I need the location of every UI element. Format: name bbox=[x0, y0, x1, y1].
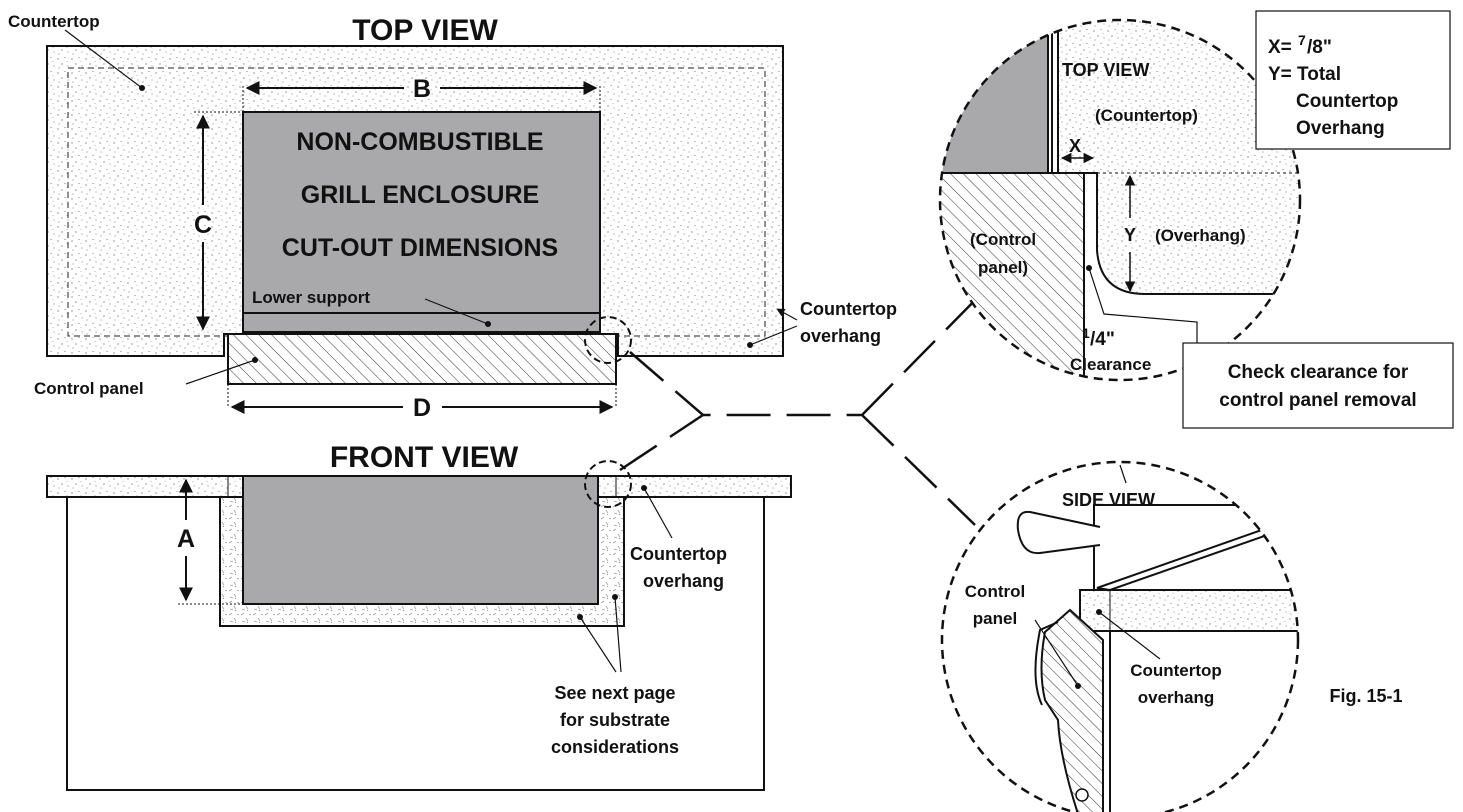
countertop-label: Countertop bbox=[8, 12, 100, 31]
dimension-a-label: A bbox=[177, 525, 195, 553]
detail-control-panel-2: panel) bbox=[978, 258, 1028, 277]
front-overhang-label-2: overhang bbox=[643, 571, 724, 591]
top-view-title: TOP VIEW bbox=[352, 14, 498, 47]
detail-overhang-label: (Overhang) bbox=[1155, 226, 1246, 245]
check-note-line-2: control panel removal bbox=[1219, 390, 1416, 411]
control-panel-label: Control panel bbox=[34, 379, 144, 398]
side-view-title: SIDE VIEW bbox=[1062, 490, 1155, 510]
legend-y-line-2: Overhang bbox=[1296, 118, 1385, 139]
check-note-line-1: Check clearance for bbox=[1228, 362, 1409, 383]
countertop-left bbox=[46, 475, 244, 498]
countertop-overhang-label-2: overhang bbox=[800, 326, 881, 346]
clearance-label: Clearance bbox=[1070, 355, 1151, 374]
island-cabinet bbox=[66, 497, 765, 791]
dimension-d-label: D bbox=[413, 394, 431, 422]
enclosure-text-3: CUT-OUT DIMENSIONS bbox=[282, 234, 558, 262]
detail-y-label: Y bbox=[1124, 225, 1136, 245]
substrate-note-3: considerations bbox=[551, 737, 679, 757]
lower-support-label: Lower support bbox=[252, 288, 370, 307]
legend-y-prefix: Y= Total bbox=[1268, 64, 1341, 85]
detail-x-label: X bbox=[1069, 136, 1081, 156]
substrate-note-1: See next page bbox=[554, 683, 675, 703]
front-overhang-label-1: Countertop bbox=[630, 544, 727, 564]
legend-x-numerator: 7 bbox=[1298, 32, 1306, 48]
side-overhang-1: Countertop bbox=[1130, 661, 1222, 680]
dimension-b-label: B bbox=[413, 75, 431, 103]
detail-side-view: SIDE VIEW Control panel Countertop overh… bbox=[940, 460, 1300, 812]
detail-top-title: TOP VIEW bbox=[1062, 60, 1149, 80]
clearance-denominator: /4" bbox=[1090, 329, 1115, 350]
detail-countertop-label: (Countertop) bbox=[1095, 106, 1198, 125]
front-view: FRONT VIEW A Countertop overhang See nex… bbox=[46, 441, 792, 791]
legend-x-prefix: X= bbox=[1268, 37, 1292, 58]
detail-control-panel-1: (Control bbox=[970, 230, 1036, 249]
side-control-panel-2: panel bbox=[973, 609, 1017, 628]
check-clearance-note: Check clearance for control panel remova… bbox=[1182, 342, 1454, 429]
xy-legend: X= 7 /8" Y= Total Countertop Overhang bbox=[1255, 10, 1451, 150]
control-panel-top bbox=[227, 333, 617, 385]
clearance-numerator: 1 bbox=[1082, 325, 1090, 341]
side-control-panel-1: Control bbox=[965, 582, 1025, 601]
grill-body-front bbox=[242, 475, 599, 605]
front-detail-callout bbox=[584, 460, 632, 508]
dimension-c-label: C bbox=[194, 211, 212, 239]
figure-label: Fig. 15-1 bbox=[1329, 686, 1402, 706]
countertop-overhang-label-1: Countertop bbox=[800, 299, 897, 319]
detail-connectors bbox=[619, 289, 986, 526]
legend-y-line-1: Countertop bbox=[1296, 91, 1398, 112]
side-overhang-2: overhang bbox=[1138, 688, 1215, 707]
top-detail-callout bbox=[584, 316, 632, 364]
countertop-right bbox=[597, 475, 792, 498]
substrate-note-2: for substrate bbox=[560, 710, 670, 730]
top-view: TOP VIEW NON-COMBUSTIBLE GRILL ENCLOSURE… bbox=[8, 12, 897, 422]
grill-enclosure bbox=[242, 111, 601, 333]
enclosure-text-1: NON-COMBUSTIBLE bbox=[296, 128, 543, 156]
front-view-title: FRONT VIEW bbox=[330, 441, 519, 474]
legend-x-denominator: /8" bbox=[1307, 37, 1332, 58]
enclosure-text-2: GRILL ENCLOSURE bbox=[301, 181, 539, 209]
